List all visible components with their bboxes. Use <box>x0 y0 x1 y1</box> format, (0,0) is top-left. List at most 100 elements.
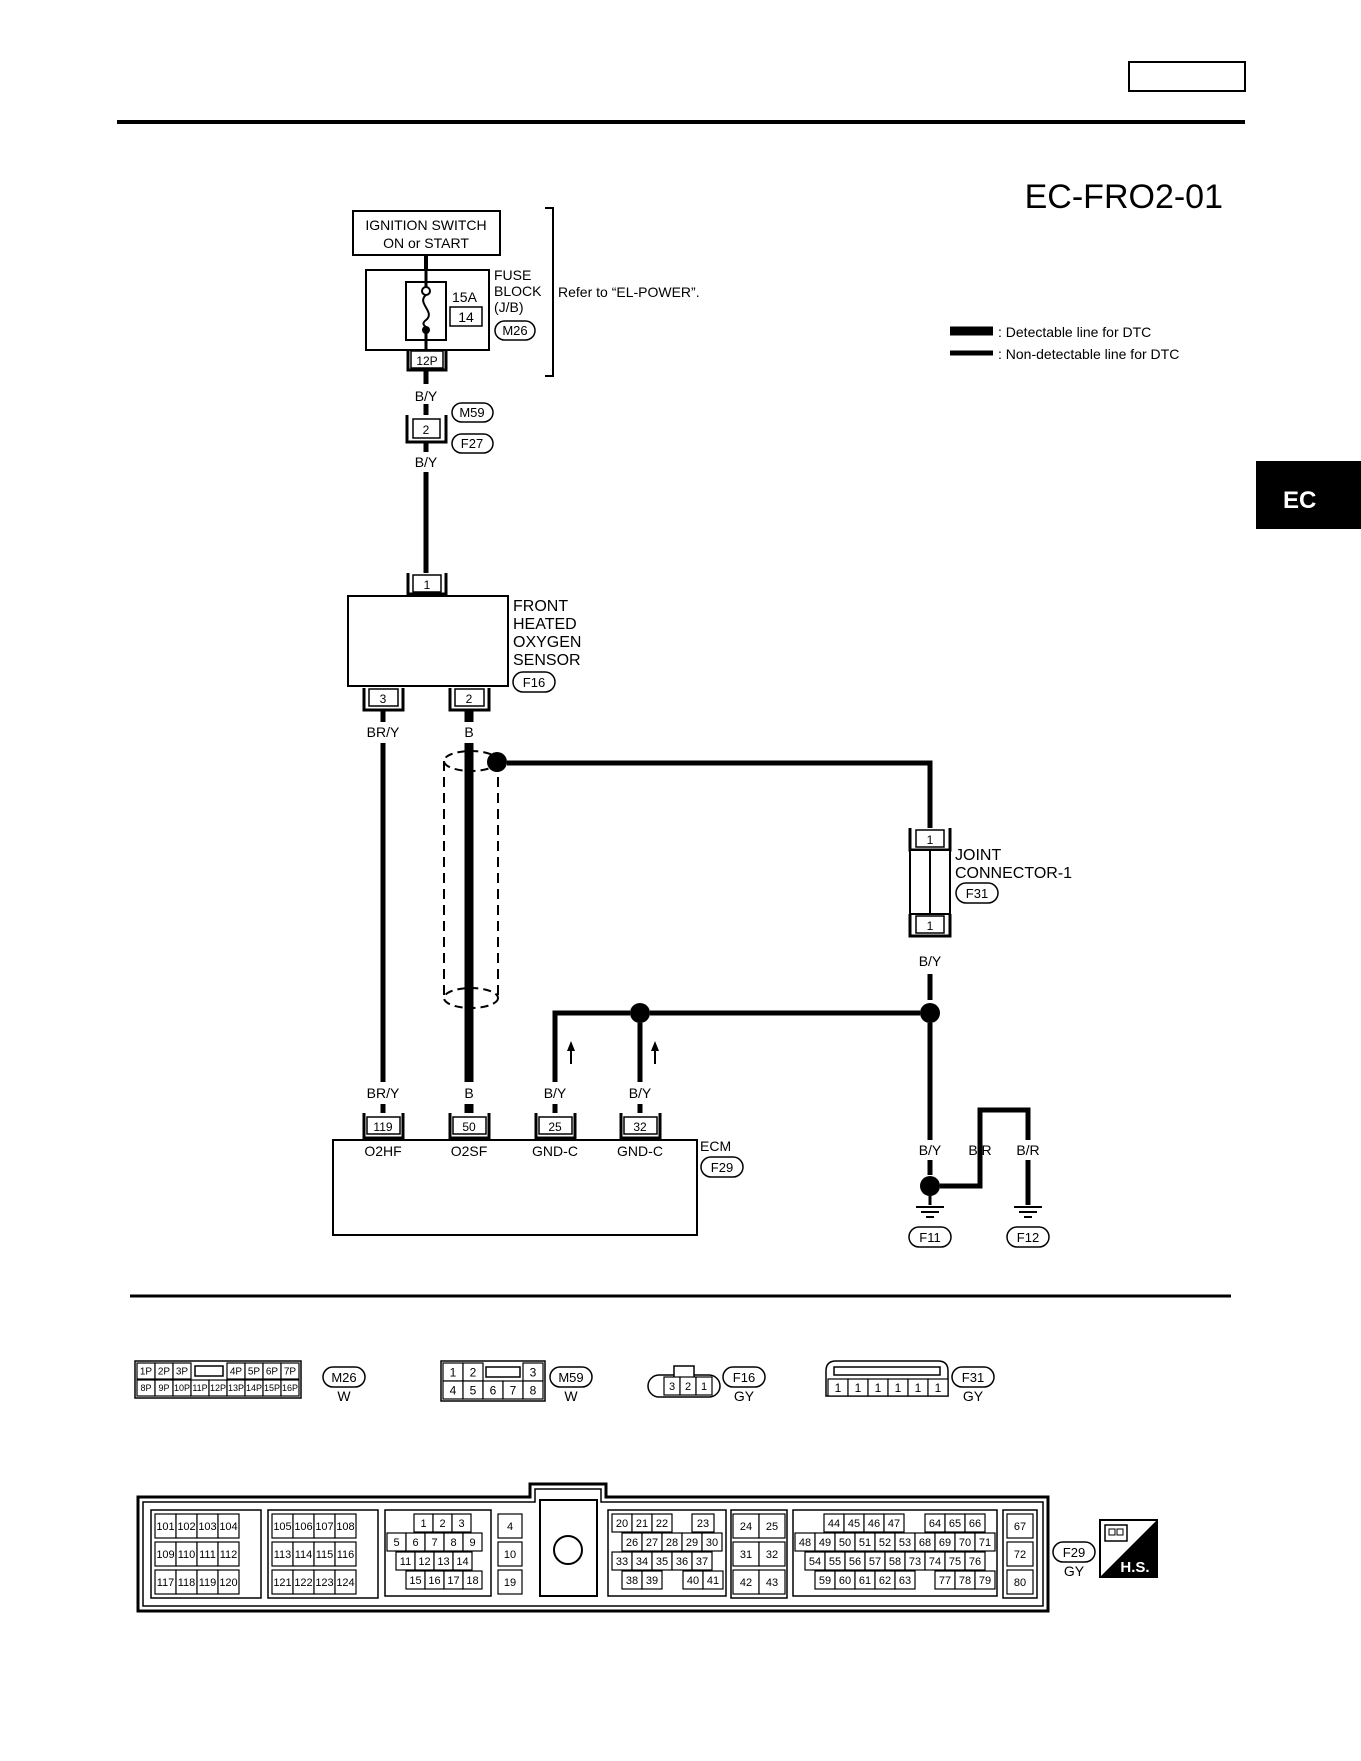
connector-pin-label: 106 <box>294 1521 312 1533</box>
sensor-label-1: FRONT <box>513 598 568 615</box>
connector-pin-label: 75 <box>949 1556 961 1568</box>
connector-pin-label: 68 <box>919 1537 931 1549</box>
connector-pin-cell <box>497 1541 523 1567</box>
f29-badge <box>1052 1541 1096 1563</box>
fuse-block-connector-badge <box>494 320 536 341</box>
connector-pin-label: 34 <box>636 1556 648 1568</box>
connector-pin-cell <box>894 1570 916 1590</box>
ecm-terminal-gnd-c-1: GND-C <box>532 1143 578 1159</box>
section-tab-label: EC <box>1283 487 1316 514</box>
fuse-block-refer: Refer to “EL-POWER”. <box>558 284 700 300</box>
connector-pin-cell <box>497 1513 523 1539</box>
ecm-25-box <box>538 1116 573 1135</box>
ecm-label: ECM <box>700 1138 731 1154</box>
connector-pin-cell <box>691 1513 715 1533</box>
ignition-switch-label-1: IGNITION SWITCH <box>365 217 486 233</box>
wire-color-bry-bottom: BR/Y <box>367 1085 400 1101</box>
connector-pin-label: 7 <box>510 1383 517 1397</box>
connector-pin-label: 10P <box>174 1383 190 1393</box>
ground-symbol-f12 <box>1014 1206 1042 1218</box>
arrow-32 <box>651 1041 659 1051</box>
connector-pin-label: 113 <box>274 1549 292 1561</box>
f31-color: GY <box>963 1388 984 1404</box>
connector-pin-cell <box>452 1551 473 1571</box>
ecm-box <box>332 1139 698 1236</box>
connector-pin-label: 6 <box>490 1383 497 1397</box>
connector-pin-label: 11 <box>400 1556 411 1568</box>
connector-pin-cell <box>1006 1569 1034 1595</box>
ecm-25-bracket <box>534 1113 577 1140</box>
connector-pin-cell <box>280 1362 300 1380</box>
ignition-switch-label-2: ON or START <box>383 235 469 251</box>
section-tab <box>1256 461 1361 529</box>
connector-pin-label: 44 <box>828 1518 840 1530</box>
wire-color-by-ground: B/Y <box>919 1142 942 1158</box>
connector-pin-label: 62 <box>879 1575 891 1587</box>
joint-bottom-bracket <box>908 914 952 938</box>
connector-pin-cell <box>217 1513 240 1539</box>
sensor-pin-left: 3 <box>380 692 387 706</box>
ecm-50-bracket <box>448 1113 491 1140</box>
f29-color: GY <box>1064 1563 1085 1579</box>
m59-latch <box>485 1366 521 1378</box>
connector-pin-label: 61 <box>859 1575 871 1587</box>
f29-group-frame <box>730 1509 788 1599</box>
sensor-label-4: SENSOR <box>513 652 581 669</box>
m26-color: W <box>337 1388 351 1404</box>
connector-pin-label: 112 <box>220 1549 238 1561</box>
connector-pin-label: 27 <box>646 1537 658 1549</box>
ecm-terminal-gnd-c-2: GND-C <box>617 1143 663 1159</box>
m59-color: W <box>564 1388 578 1404</box>
connector-pin-label: 6 <box>412 1537 418 1549</box>
connector-pin-label: 47 <box>888 1518 900 1530</box>
f31-latch <box>833 1366 941 1376</box>
m26-badge <box>322 1366 366 1388</box>
fuse-amp-label: 15A <box>452 289 478 305</box>
fuse-block-label-2: BLOCK <box>494 283 542 299</box>
connector-pin-label: 15P <box>264 1383 280 1393</box>
connector-pin-label: 120 <box>219 1577 237 1589</box>
m59-badge <box>549 1366 593 1388</box>
connector-pin-label: 3 <box>458 1518 464 1530</box>
connector-pin-label: 3 <box>530 1365 537 1379</box>
sensor-pin-right: 2 <box>466 692 473 706</box>
m26-latch <box>194 1365 224 1377</box>
connector-pin-label: 58 <box>889 1556 901 1568</box>
connector-pin-label: 101 <box>156 1521 174 1533</box>
hs-connector-icon <box>1104 1524 1128 1542</box>
m26-outline <box>134 1360 302 1399</box>
connector-pin-cell <box>334 1541 357 1567</box>
wire-color-b-top: B <box>464 724 473 740</box>
connector-pin-label: 1 <box>935 1381 942 1395</box>
sensor-top-bracket <box>406 573 448 596</box>
connector-pin-label: 72 <box>1014 1549 1026 1561</box>
connector-pin-label: 36 <box>676 1556 688 1568</box>
connector-pin-label: 71 <box>979 1537 991 1549</box>
connector-pin-label: 1 <box>420 1518 426 1530</box>
connector-pin-label: 119 <box>199 1577 217 1589</box>
f29-key-circle <box>553 1535 583 1565</box>
connector-pin-label: 76 <box>969 1556 981 1568</box>
connector-pin-label: 73 <box>909 1556 921 1568</box>
f29-group-frame <box>1002 1509 1038 1599</box>
connector-pin-cell <box>462 1532 483 1552</box>
connector-pin-label: 59 <box>819 1575 831 1587</box>
ecm-pin-25: 25 <box>548 1120 562 1134</box>
connector-pin-cell <box>280 1379 300 1397</box>
ecm-50-box <box>452 1116 487 1135</box>
legend-detectable-text: : Detectable line for DTC <box>998 324 1151 340</box>
wire-color-br-1: B/R <box>968 1142 991 1158</box>
connector-pin-label: 104 <box>219 1521 237 1533</box>
connector-pin-label: 16 <box>428 1575 440 1587</box>
fuse-terminal-top <box>421 286 431 296</box>
f16-color: GY <box>734 1388 755 1404</box>
fuse-number: 14 <box>458 309 474 325</box>
connector-pin-label: 116 <box>337 1549 355 1561</box>
connector-pin-label: 3P <box>176 1367 189 1378</box>
connector-pin-label: 109 <box>156 1549 174 1561</box>
connector-pin-label: 1P <box>140 1367 153 1378</box>
joint-pin-top-box <box>915 829 945 848</box>
connector-pin-label: 21 <box>636 1518 648 1530</box>
ground-f12-id: F12 <box>1017 1230 1039 1245</box>
